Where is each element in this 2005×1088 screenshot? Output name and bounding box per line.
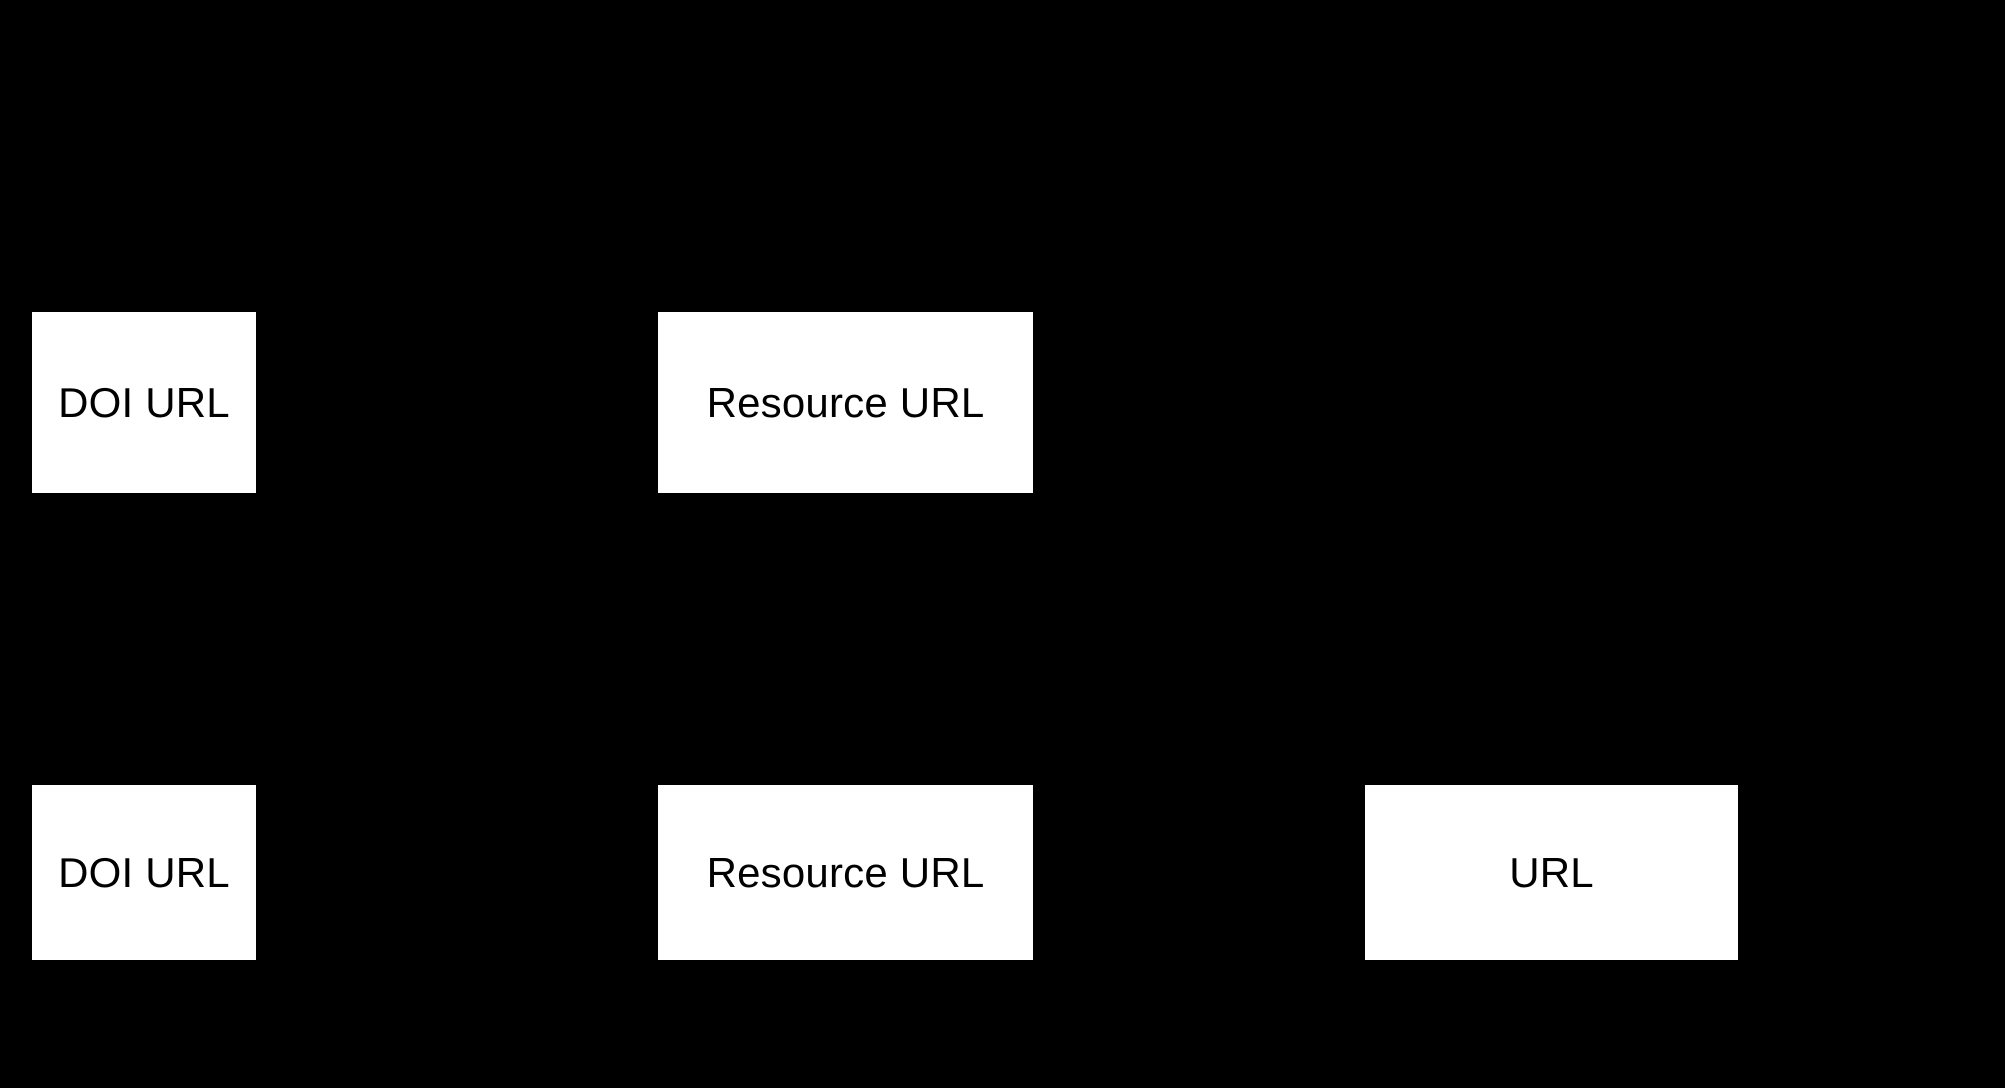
node-doi-url-bottom[interactable]: DOI URL [32,785,256,960]
connector-resource-to-url-bottom [1033,871,1365,874]
connector-doi-to-resource-top [256,401,658,404]
node-url-bottom[interactable]: URL [1365,785,1738,960]
node-label: Resource URL [706,378,985,426]
node-resource-url-top[interactable]: Resource URL [658,312,1033,493]
node-doi-url-top[interactable]: DOI URL [32,312,256,493]
node-resource-url-bottom[interactable]: Resource URL [658,785,1033,960]
node-label: Resource URL [706,848,985,896]
node-label: URL [1509,848,1594,896]
node-label: DOI URL [58,848,230,896]
node-label: DOI URL [58,378,230,426]
connector-doi-to-resource-bottom [256,871,658,874]
